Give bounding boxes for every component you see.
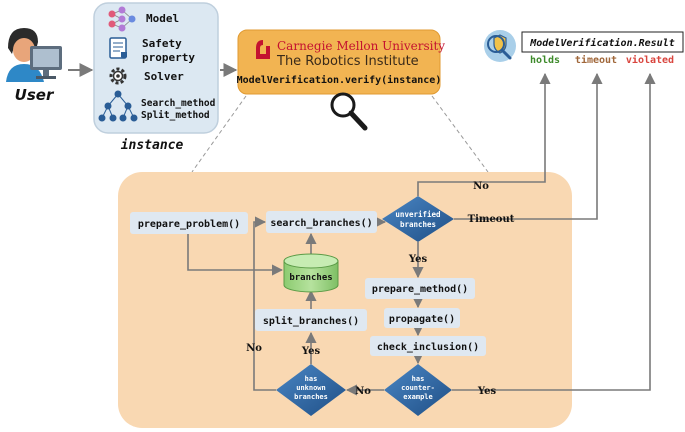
result-title-box: [521, 31, 684, 53]
edge-label-timeout: Timeout: [468, 214, 515, 225]
projection-line-right: [431, 95, 489, 173]
edge-prepare-branches: [187, 232, 284, 276]
propagate-box: [384, 308, 460, 328]
split-branches-label: split_branches(): [263, 315, 359, 327]
unknown-label-3: branches: [294, 393, 328, 401]
split-branches-box: [255, 309, 367, 331]
cmu-name: Carnegie Mellon University: [277, 39, 445, 53]
counter-label-1: has: [412, 375, 425, 383]
safety-label-2: property: [142, 51, 195, 64]
check-inclusion-label: check_inclusion(): [377, 341, 479, 353]
verify-call: ModelVerification.verify(instance): [237, 74, 442, 86]
gear-icon: [109, 67, 127, 85]
model-icon: [108, 6, 136, 32]
edge-label-no-unknown: No: [246, 343, 262, 354]
propagate-label: propagate(): [389, 314, 455, 325]
search-tree-icon: [98, 90, 138, 122]
unverified-branches-diamond: [382, 196, 454, 242]
result-timeout: timeout: [575, 54, 617, 66]
counter-label-2: counter-: [401, 384, 435, 392]
unknown-label-1: has: [305, 375, 318, 383]
edge-counter-violated: [452, 72, 656, 391]
prepare-method-label: prepare_method(): [372, 284, 468, 295]
cmu-logo-icon: [256, 40, 270, 59]
safety-label-1: Safety: [142, 37, 182, 50]
unverified-label-1: unverified: [395, 210, 440, 219]
result-holds: holds: [530, 55, 560, 66]
check-inclusion-box: [370, 336, 486, 356]
cmu-institute: The Robotics Institute: [276, 54, 419, 69]
model-label: Model: [146, 12, 179, 25]
flow-panel: [118, 172, 572, 428]
edge-label-yes-unverified: Yes: [408, 254, 428, 265]
prepare-method-box: [365, 278, 475, 299]
branches-label: branches: [289, 273, 332, 283]
result-title: ModelVerification.Result: [529, 37, 675, 49]
magnifier-icon: [330, 92, 368, 131]
edge-label-no-counter: No: [355, 386, 371, 397]
instance-label: instance: [121, 138, 184, 153]
search-method-label: Search_method: [141, 98, 216, 109]
unknown-label-2: unknown: [296, 384, 326, 392]
edge-label-yes-unknown: Yes: [301, 346, 321, 357]
user-icon: [6, 28, 62, 82]
safety-document-icon: [109, 37, 127, 59]
verification-result-icon: [484, 30, 516, 62]
prepare-problem-label: prepare_problem(): [138, 219, 240, 230]
search-branches-box: [266, 211, 377, 233]
edge-unverified-timeout: [454, 72, 603, 220]
edge-label-yes-counter: Yes: [477, 386, 497, 397]
result-violated: violated: [626, 54, 674, 66]
instance-panel: [93, 2, 219, 134]
prepare-problem-box: [130, 212, 248, 234]
split-method-label: Split_method: [141, 110, 210, 121]
unverified-label-2: branches: [400, 220, 436, 229]
counter-label-3: example: [403, 393, 433, 401]
has-counterexample-diamond: [384, 364, 452, 416]
edge-label-no-top: No: [473, 181, 489, 192]
has-unknown-branches-diamond: [276, 364, 346, 416]
projection-line-left: [191, 95, 247, 173]
search-branches-label: search_branches(): [270, 218, 372, 229]
user-label: User: [15, 86, 55, 104]
solver-label: Solver: [144, 70, 184, 83]
branches-cylinder: [283, 253, 339, 293]
edge-unverified-no-loop: [417, 72, 551, 196]
